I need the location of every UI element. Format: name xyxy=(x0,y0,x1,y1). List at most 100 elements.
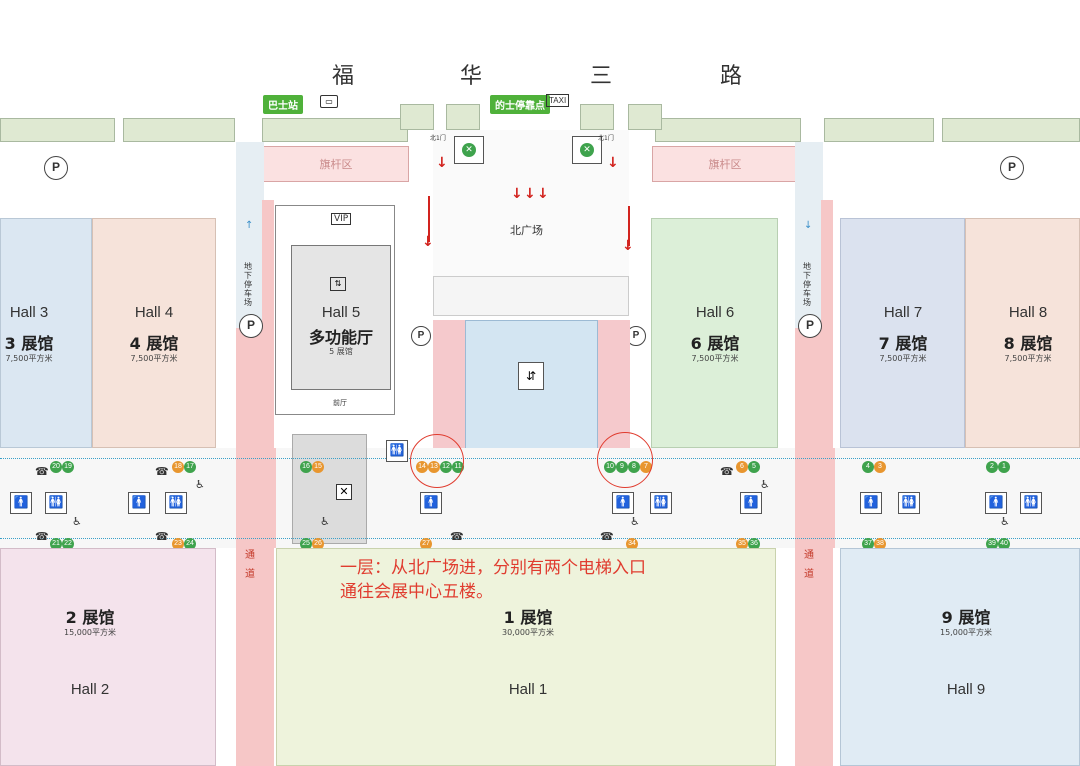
phone-icon: ☎ xyxy=(720,465,734,478)
hall-3-cn: 3 展馆 xyxy=(4,334,54,353)
arrow-line xyxy=(628,206,630,246)
hall-6-area-text: 7,500平方米 xyxy=(691,354,739,363)
atrium xyxy=(465,320,598,465)
hall-2-area-text: 15,000平方米 xyxy=(64,628,116,637)
down-arrow-icon: ↓ xyxy=(537,186,549,202)
north-gate-label: 北1门 xyxy=(598,135,614,142)
escalator-icon: ⇵ xyxy=(518,362,544,390)
bus-stop-label: 巴士站 xyxy=(263,95,303,114)
hall-7-en: Hall 7 xyxy=(883,304,923,321)
restroom-icon: 🚹 xyxy=(740,492,762,514)
restroom-icon: 🚹 xyxy=(985,492,1007,514)
entrance-number: 16 xyxy=(300,461,312,473)
down-arrow-icon: ↓ xyxy=(436,155,448,171)
entrance-number: 35 xyxy=(736,538,748,550)
green-strip xyxy=(400,104,434,130)
elevator-highlight-circle xyxy=(410,434,464,488)
hall-4-area-text: 7,500平方米 xyxy=(130,354,178,363)
phone-icon: ☎ xyxy=(450,530,464,543)
bus-icon: ▭ xyxy=(320,95,338,108)
restroom-icon: 🚻 xyxy=(45,492,67,514)
restroom-icon: 🚻 xyxy=(1020,492,1042,514)
down-arrow-icon: ↓ xyxy=(524,186,536,202)
taxi-icon: TAXI xyxy=(546,94,570,107)
elevator-highlight-circle xyxy=(597,432,653,488)
road-name-char: 华 xyxy=(460,64,483,89)
fire-lane xyxy=(236,448,276,548)
flagpole-area: 旗杆区 xyxy=(652,146,798,182)
hall-7-area-text: 7,500平方米 xyxy=(879,354,927,363)
restroom-icon: 🚹 xyxy=(10,492,32,514)
hall-1-area xyxy=(276,548,776,766)
entrance-number: 18 xyxy=(172,461,184,473)
green-strip xyxy=(655,118,801,142)
fire-lane xyxy=(795,448,835,548)
restroom-icon: 🚹 xyxy=(420,492,442,514)
hall-9-area-text: 15,000平方米 xyxy=(940,628,992,637)
entrance-number: 1 xyxy=(998,461,1010,473)
hall-8-area-text: 7,500平方米 xyxy=(1004,354,1052,363)
green-strip xyxy=(824,118,934,142)
green-strip xyxy=(0,118,115,142)
road-name-char: 三 xyxy=(590,64,613,89)
parking-p1-icon: P xyxy=(44,156,68,180)
underground-parking-label: 地下停车场 xyxy=(803,262,811,307)
hall-2-en: Hall 2 xyxy=(70,681,110,698)
hall-4-cn: 4 展馆 xyxy=(129,334,179,353)
hall-3-en: Hall 3 xyxy=(9,304,49,321)
hall-9-en: Hall 9 xyxy=(946,681,986,698)
green-strip xyxy=(580,104,614,130)
entrance-number: 27 xyxy=(420,538,432,550)
dotted-route xyxy=(0,538,1080,539)
north-gate-label: 北1门 xyxy=(430,135,446,142)
phone-icon: ☎ xyxy=(600,530,614,543)
down-arrow-icon: ↓ xyxy=(804,220,813,231)
hall-4-en: Hall 4 xyxy=(134,304,174,321)
phone-icon: ☎ xyxy=(35,465,49,478)
escalator-icon: ⇅ xyxy=(330,277,346,291)
annotation-line-2: 通往会展中心五楼。 xyxy=(340,582,493,602)
entrance-number: 2 xyxy=(986,461,998,473)
flagpole-area: 旗杆区 xyxy=(263,146,409,182)
restroom-icon: 🚻 xyxy=(386,440,408,462)
road-name-char: 路 xyxy=(720,64,743,89)
hall-6-cn: 6 展馆 xyxy=(690,334,740,353)
metro-entrance-left: ✕ xyxy=(454,136,484,164)
north-plaza-label: 北广场 xyxy=(510,224,543,237)
hall-4-area xyxy=(92,218,216,448)
hall-5-en: Hall 5 xyxy=(321,304,361,321)
hall-8-area xyxy=(965,218,1080,448)
parking-p2-icon: P xyxy=(239,314,263,338)
hall-7-area xyxy=(840,218,965,448)
hall-1-en: Hall 1 xyxy=(508,681,548,698)
green-strip xyxy=(123,118,235,142)
parking-p3-icon: P xyxy=(798,314,822,338)
green-strip xyxy=(262,118,408,142)
entrance-number: 20 xyxy=(50,461,62,473)
hall-6-area xyxy=(651,218,778,448)
entrance-number: 17 xyxy=(184,461,196,473)
restroom-icon: 🚻 xyxy=(898,492,920,514)
entrance-number: 25 xyxy=(300,538,312,550)
taxi-stop-label: 的士停靠点 xyxy=(490,95,550,114)
entrance-number: 26 xyxy=(312,538,324,550)
up-arrow-icon: ↑ xyxy=(245,220,254,231)
accessible-icon: ♿ xyxy=(630,515,640,528)
down-arrow-icon: ↓ xyxy=(622,238,634,254)
underground-parking-label: 地下停车场 xyxy=(244,262,252,307)
restroom-icon: 🚹 xyxy=(128,492,150,514)
dotted-route xyxy=(0,458,1080,459)
green-strip xyxy=(446,104,480,130)
entrance-number: 23 xyxy=(172,538,184,550)
entrance-number: 40 xyxy=(998,538,1010,550)
phone-icon: ☎ xyxy=(155,465,169,478)
lobby-label: 前厅 xyxy=(333,399,347,407)
metro-entrance-right: ✕ xyxy=(572,136,602,164)
arrow-line xyxy=(428,196,430,242)
phone-icon: ☎ xyxy=(35,530,49,543)
accessible-icon: ♿ xyxy=(1000,515,1010,528)
restroom-icon: 🚻 xyxy=(650,492,672,514)
down-arrow-icon: ↓ xyxy=(422,234,434,250)
hall-3-area xyxy=(0,218,92,448)
